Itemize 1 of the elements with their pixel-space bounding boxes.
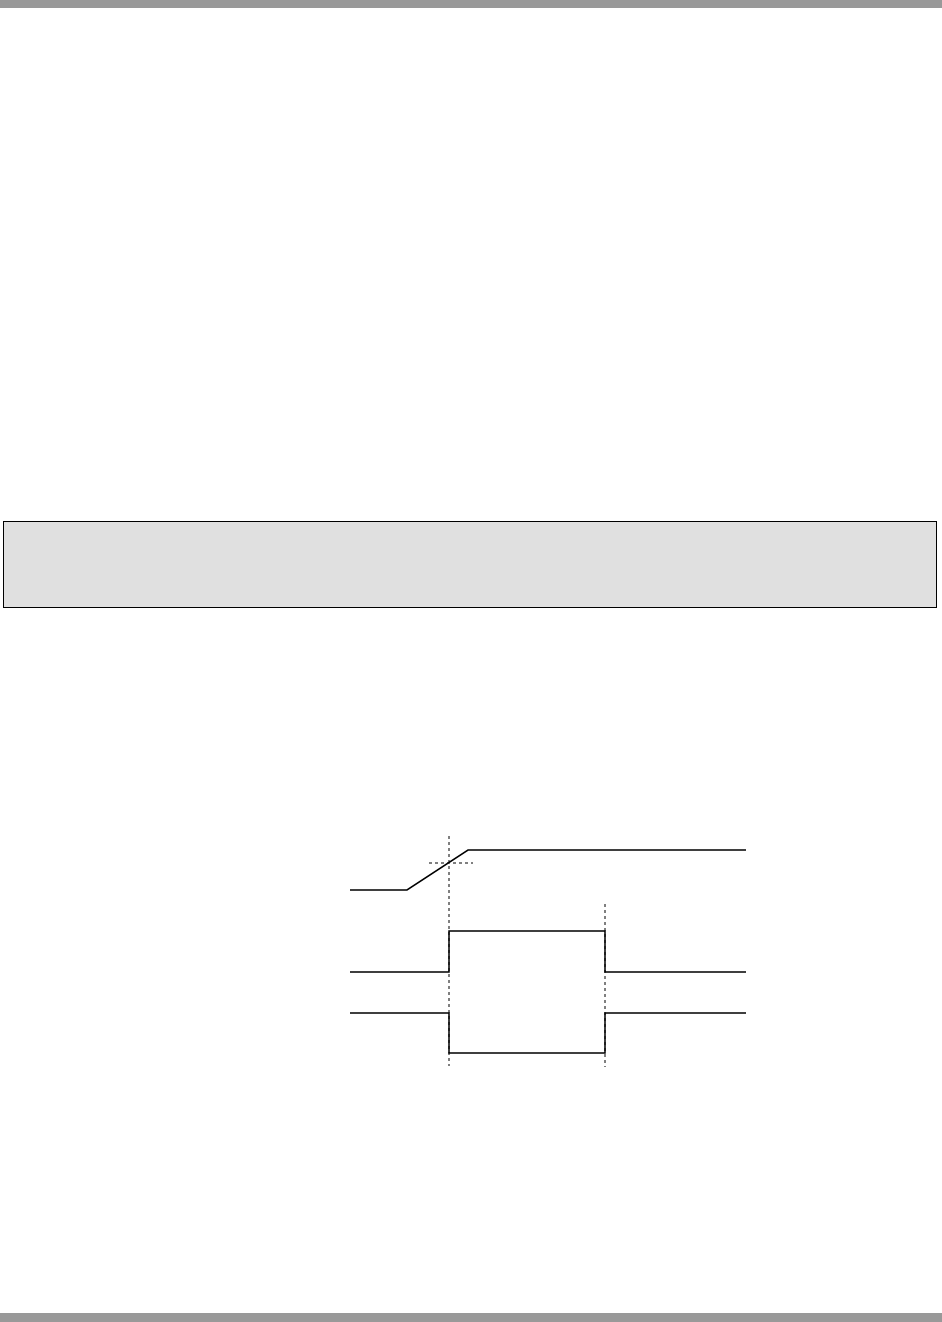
shaded-panel	[3, 521, 937, 608]
